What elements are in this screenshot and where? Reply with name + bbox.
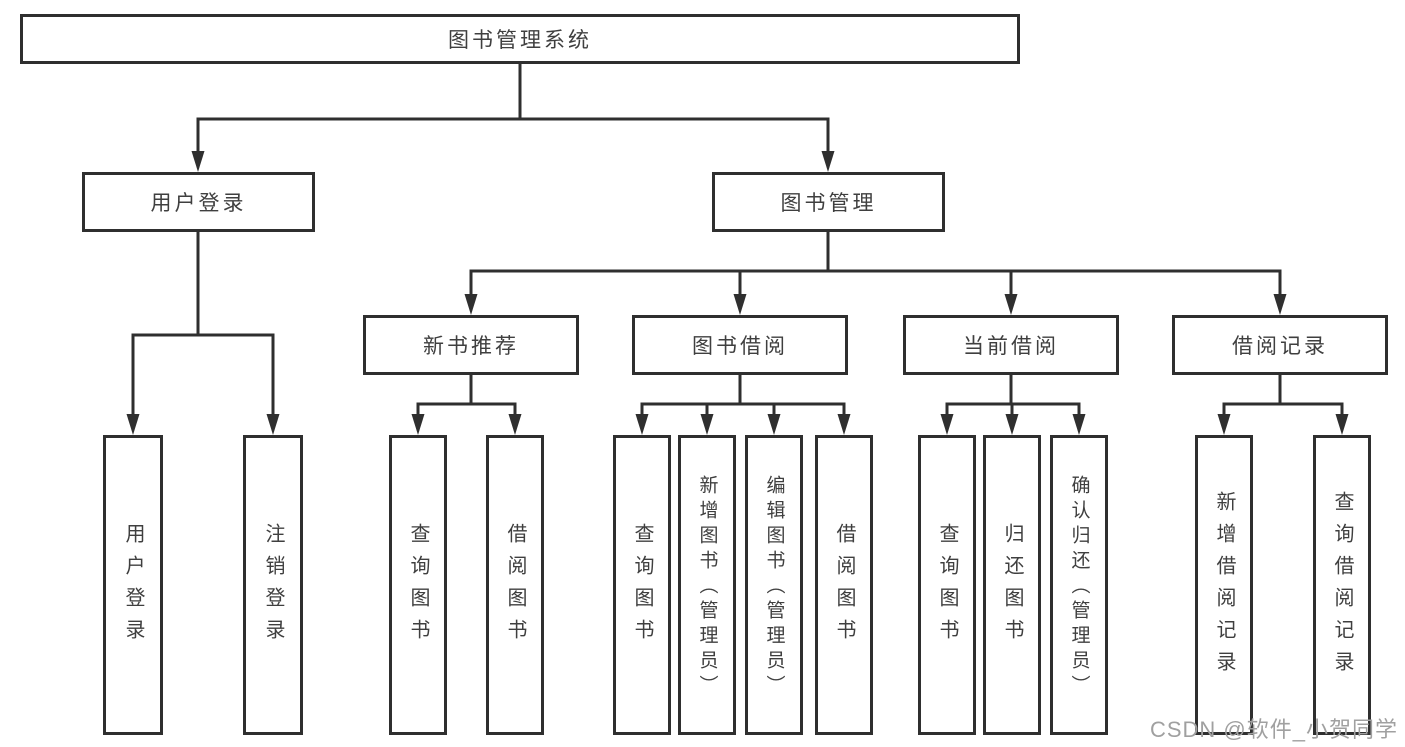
node-current-borrowing: 当前借阅 <box>903 315 1119 375</box>
node-book-management-branch: 图书管理 <box>712 172 945 232</box>
arrow-down-icon <box>635 414 649 435</box>
watermark: CSDN @软件_小贺同学 <box>1149 717 1398 742</box>
leaf-query-books-1: 查询图书 <box>389 435 447 735</box>
arrow-down-icon <box>266 414 280 435</box>
leaf-add-borrow-record: 新增借阅记录 <box>1195 435 1253 735</box>
arrow-down-icon <box>464 294 478 315</box>
arrow-down-icon <box>700 414 714 435</box>
arrow-down-icon <box>126 414 140 435</box>
node-library-management-system: 图书管理系统 <box>20 14 1020 64</box>
node-new-book-recommendation: 新书推荐 <box>363 315 579 375</box>
leaf-confirm-return-admin: 确认归还（管理员） <box>1050 435 1108 735</box>
arrow-down-icon <box>940 414 954 435</box>
leaf-user-login: 用户登录 <box>103 435 163 735</box>
leaf-borrow-books-2: 借阅图书 <box>815 435 873 735</box>
leaf-add-books-admin: 新增图书（管理员） <box>678 435 736 735</box>
node-borrowing-records: 借阅记录 <box>1172 315 1388 375</box>
arrow-down-icon <box>1217 414 1231 435</box>
node-book-borrowing: 图书借阅 <box>632 315 848 375</box>
leaf-borrow-books-1: 借阅图书 <box>486 435 544 735</box>
arrow-down-icon <box>733 294 747 315</box>
arrow-down-icon <box>1273 294 1287 315</box>
leaf-query-borrow-record: 查询借阅记录 <box>1313 435 1371 735</box>
leaf-query-books-3: 查询图书 <box>918 435 976 735</box>
arrow-down-icon <box>1004 294 1018 315</box>
node-user-login-branch: 用户登录 <box>82 172 315 232</box>
arrow-down-icon <box>411 414 425 435</box>
arrow-down-icon <box>1335 414 1349 435</box>
arrow-down-icon <box>767 414 781 435</box>
arrow-down-icon <box>1072 414 1086 435</box>
leaf-edit-books-admin: 编辑图书（管理员） <box>745 435 803 735</box>
arrow-down-icon <box>1005 414 1019 435</box>
arrow-down-icon <box>821 151 835 172</box>
leaf-logout: 注销登录 <box>243 435 303 735</box>
arrow-down-icon <box>837 414 851 435</box>
arrow-down-icon <box>508 414 522 435</box>
arrow-down-icon <box>191 151 205 172</box>
leaf-return-books: 归还图书 <box>983 435 1041 735</box>
leaf-query-books-2: 查询图书 <box>613 435 671 735</box>
